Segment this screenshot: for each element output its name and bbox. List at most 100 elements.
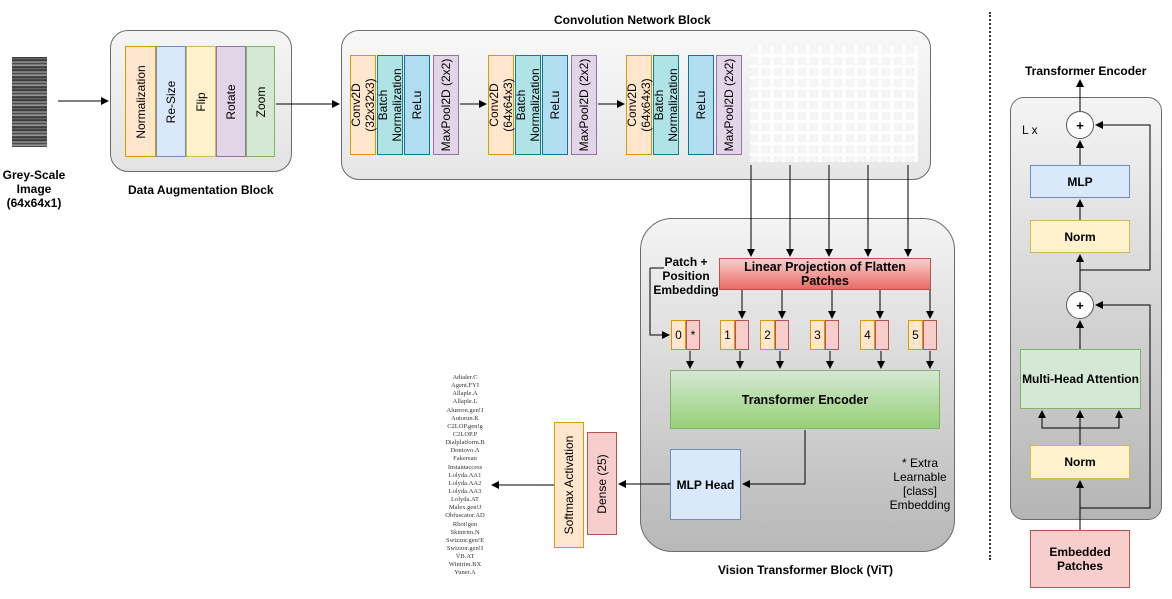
vit-transformer-encoder-label: Transformer Encoder bbox=[741, 392, 869, 407]
note-line-1: * Extra bbox=[901, 456, 938, 470]
embedded-patches-line-2: Patches bbox=[1056, 559, 1104, 573]
token-5-number: 5 bbox=[912, 328, 919, 342]
class-label: Agent.FYI bbox=[451, 382, 479, 390]
aug-flip: Flip bbox=[186, 46, 216, 157]
token-3-patch bbox=[825, 320, 839, 350]
conv2d-1-shape: (32x32x3) bbox=[363, 78, 377, 132]
maxpool-1: MaxPool2D (2x2) bbox=[433, 55, 459, 155]
token-2-number: 2 bbox=[764, 328, 771, 342]
class-label: C2LOP.gen!g bbox=[447, 422, 483, 430]
note-line-3: [class] bbox=[902, 484, 937, 498]
input-label: Grey-Scale Image (64x64x1) bbox=[0, 168, 68, 210]
batchnorm-3-line1: Batch bbox=[652, 89, 666, 121]
plus-node-top: + bbox=[1066, 111, 1094, 139]
dense-label: Dense (25) bbox=[595, 453, 609, 514]
conv2d-2-name: Conv2D bbox=[487, 83, 501, 127]
input-label-line-2: Image bbox=[16, 182, 52, 196]
mlp-head: MLP Head bbox=[670, 449, 741, 520]
aug-resize-label: Re-Size bbox=[164, 80, 178, 123]
encoder-mlp-label: MLP bbox=[1067, 174, 1093, 189]
aug-rotate: Rotate bbox=[216, 46, 246, 157]
encoder-norm-top: Norm bbox=[1030, 220, 1130, 253]
aug-zoom-label: Zoom bbox=[253, 86, 268, 117]
dense-layer: Dense (25) bbox=[587, 432, 617, 535]
class-label: Dialplatform.B bbox=[445, 439, 485, 447]
class-label: Alueron.gen!J bbox=[446, 406, 484, 414]
token-5-position: 5 bbox=[908, 320, 923, 350]
maxpool-1-label: MaxPool2D (2x2) bbox=[439, 58, 453, 152]
multi-head-attention-label: Multi-Head Attention bbox=[1022, 372, 1139, 386]
relu-2-label: ReLu bbox=[548, 90, 562, 120]
linear-projection: Linear Projection of Flatten Patches bbox=[719, 258, 931, 290]
cnn-title: Convolution Network Block bbox=[554, 13, 711, 27]
token-0-number: 0 bbox=[675, 328, 682, 342]
class-label: Rbot!gen bbox=[452, 520, 478, 528]
token-0-position: 0 bbox=[671, 320, 686, 350]
aug-normalization: Normalization bbox=[125, 46, 156, 157]
token-3-position: 3 bbox=[810, 320, 825, 350]
class-label: Allaple.A bbox=[452, 390, 478, 398]
token-4-patch bbox=[875, 320, 889, 350]
token-1-position: 1 bbox=[720, 320, 735, 350]
class-label: Swizzor.gen!I bbox=[446, 544, 484, 552]
class-label: Dontovo.A bbox=[450, 447, 480, 455]
relu-1-label: ReLu bbox=[410, 90, 424, 120]
conv2d-1: Conv2D(32x32x3) bbox=[349, 55, 377, 155]
vit-transformer-encoder: Transformer Encoder bbox=[670, 370, 940, 429]
relu-2: ReLu bbox=[542, 55, 568, 155]
augmentation-title: Data Augmentation Block bbox=[128, 183, 274, 197]
vit-title: Vision Transformer Block (ViT) bbox=[718, 563, 893, 577]
class-label: Allaple.L bbox=[452, 398, 478, 406]
encoder-norm-top-label: Norm bbox=[1064, 229, 1096, 244]
class-label: Yuner.A bbox=[454, 569, 476, 577]
relu-3-label: ReLu bbox=[694, 90, 708, 120]
batchnorm-2-line2: Normalization bbox=[528, 68, 542, 142]
conv2d-2-shape: (64x64x3) bbox=[501, 78, 515, 132]
embedded-patches: Embedded Patches bbox=[1030, 530, 1130, 588]
conv2d-3-name: Conv2D bbox=[625, 83, 639, 127]
multi-head-attention: Multi-Head Attention bbox=[1020, 349, 1141, 409]
note-line-4: Embedding bbox=[889, 498, 951, 512]
class-label: Lolyda.AA1 bbox=[448, 471, 482, 479]
token-5-patch bbox=[923, 320, 937, 350]
conv2d-1-name: Conv2D bbox=[349, 83, 363, 127]
note-line-2: Learnable bbox=[893, 470, 947, 484]
token-2-position: 2 bbox=[760, 320, 775, 350]
conv2d-3-shape: (64x64x3) bbox=[639, 78, 653, 132]
class-token-mark: * bbox=[690, 328, 696, 342]
patch-embedding-line-3: Embedding bbox=[653, 283, 719, 297]
aug-zoom: Zoom bbox=[246, 46, 275, 157]
class-label: Skintrim.N bbox=[450, 528, 480, 536]
input-image bbox=[12, 57, 47, 147]
encoder-norm-bottom-label: Norm bbox=[1064, 455, 1096, 469]
class-label: Autorun.K bbox=[451, 414, 479, 422]
plus-top-symbol: + bbox=[1076, 117, 1084, 133]
batchnorm-3-line2: Normalization bbox=[666, 68, 680, 142]
token-4-position: 4 bbox=[860, 320, 875, 350]
input-label-line-1: Grey-Scale bbox=[2, 168, 66, 182]
class-label: VB.AT bbox=[455, 553, 475, 561]
aug-normalization-label: Normalization bbox=[133, 64, 148, 139]
conv2d-3: Conv2D(64x64x3) bbox=[625, 55, 653, 155]
token-1-patch bbox=[735, 320, 749, 350]
batchnorm-1-line1: Batch bbox=[376, 89, 390, 121]
class-embedding-note: * Extra Learnable [class] Embedding bbox=[880, 456, 960, 512]
maxpool-2: MaxPool2D (2x2) bbox=[571, 55, 597, 155]
maxpool-2-label: MaxPool2D (2x2) bbox=[577, 58, 591, 152]
feature-map-grid bbox=[750, 46, 918, 162]
class-label: Obfuscator.AD bbox=[445, 512, 485, 520]
softmax-layer: Softmax Activation bbox=[554, 422, 584, 548]
aug-rotate-label: Rotate bbox=[224, 83, 238, 120]
class-label: Fakerean bbox=[453, 455, 477, 463]
patch-embedding-line-1: Patch + bbox=[664, 255, 708, 269]
class-label: Instantaccess bbox=[447, 463, 483, 471]
token-3-number: 3 bbox=[814, 328, 821, 342]
class-label: Malex.gen!J bbox=[448, 504, 482, 512]
plus-node-bottom: + bbox=[1066, 291, 1094, 319]
class-label: Lolyda.AA2 bbox=[448, 479, 482, 487]
encoder-detail-title: Transformer Encoder bbox=[1025, 64, 1147, 78]
mlp-head-label: MLP Head bbox=[676, 477, 735, 492]
patch-embedding-line-2: Position bbox=[662, 269, 710, 283]
